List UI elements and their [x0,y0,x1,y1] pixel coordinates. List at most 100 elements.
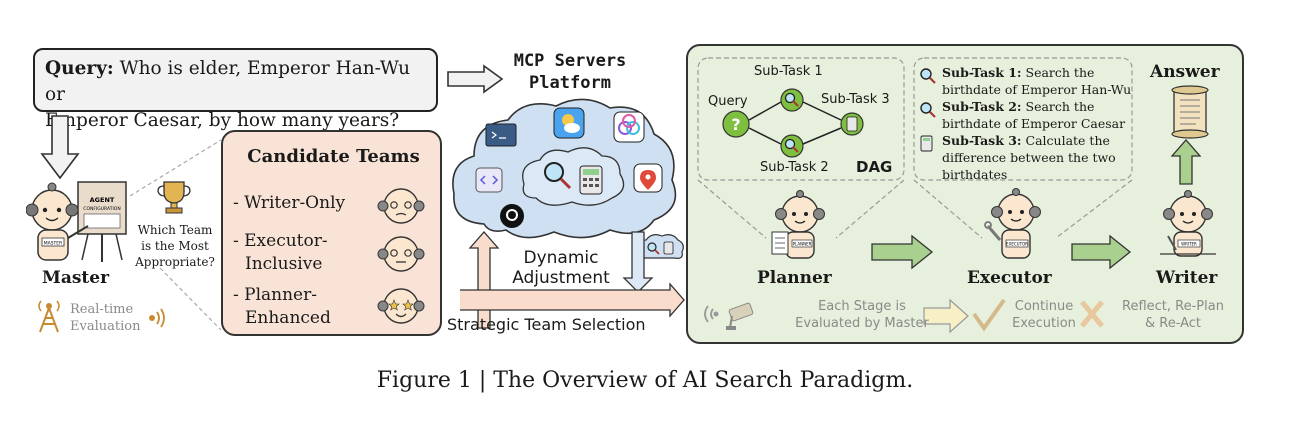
github-icon [500,204,524,228]
dynamic-adjustment-label: Dynamic Adjustment [496,248,626,288]
figure-caption: Figure 1 | The Overview of AI Search Par… [376,368,914,393]
query-box: Query: Who is elder, Emperor Han-Wu or E… [33,48,438,131]
subtask-1: Sub-Task 1: Search the birthdate of Empe… [942,64,1131,98]
subtask1-node-icon [780,88,804,112]
continue-line2: Execution [1012,316,1076,331]
checkmark-icon [972,298,1006,332]
answer-scroll-icon [1171,85,1209,139]
adjust-line1: Dynamic [523,248,599,268]
master-sign-line2: CONFIGURATION [83,206,120,212]
executor-shirt-label: EXECUTOR [1006,242,1028,247]
map-pin-icon [633,163,663,193]
stage-line2: Evaluated by Master [795,316,929,331]
dag-query-label: Query [708,94,748,109]
question-line2: is the Most [141,239,209,253]
workflow-panel [686,44,1244,344]
candidate-item-line2: Inclusive [245,254,323,274]
subtask-2: Sub-Task 2: Search the birthdate of Empe… [942,98,1125,132]
adjust-line2: Adjustment [512,268,610,288]
subtask-3-line3: birthdates [942,167,1008,182]
candidate-writer-only: - Writer-Only [233,192,345,215]
answer-label: Answer [1150,62,1220,82]
svg-text:?: ? [731,115,740,134]
small-cloud-icon [635,234,684,259]
candidate-item-line1: - Writer-Only [233,193,346,213]
writer-face-icon [377,188,425,224]
subtask-1-line1: Search the [1021,65,1095,80]
candidate-executor-inclusive: - Executor- Inclusive [233,230,328,276]
mcp-title-line1: MCP Servers [513,51,627,71]
realtime-line2: Evaluation [70,319,141,334]
candidate-item-line1: - Planner- [233,285,317,305]
writer-label: Writer [1156,268,1218,288]
candidate-item-line2: Enhanced [245,308,331,328]
master-sign-line1: AGENT [90,196,115,204]
planner-robot-icon: PLANNER [771,190,825,259]
subtask2-search-icon [920,102,936,118]
subtask-3-line1: Calculate the [1021,133,1110,148]
subtask3-calculator-icon [920,135,933,152]
query-text-line1: Who is elder, Emperor Han-Wu or [45,58,411,105]
stage-line1: Each Stage is [818,299,906,314]
subtask-2-line1: Search the [1021,99,1095,114]
dag-sub3-label: Sub-Task 3 [821,92,890,107]
code-tag-icon [475,167,503,193]
candidate-planner-enhanced: - Planner- Enhanced [233,284,331,330]
dag-label: DAG [856,158,893,176]
continue-line1: Continue [1014,299,1074,314]
executor-face-icon [377,236,425,272]
subtask-1-label: Sub-Task 1: [942,65,1022,80]
planner-label: Planner [757,268,832,288]
mcp-title-line2: Platform [529,73,611,93]
workflow-graphics: ? PLANNER EXECUTOR [697,57,1216,334]
stage-evaluated-text: Each Stage is Evaluated by Master [792,298,932,332]
planner-shirt-label: PLANNER [793,242,812,247]
signal-waves-icon [149,308,165,328]
master-label: Master [42,268,110,288]
writer-to-answer-arrow [1170,139,1202,185]
evaluation-waves-icon [704,305,719,323]
dag-sub1-label: Sub-Task 1 [754,64,823,79]
search-icon [544,162,572,190]
realtime-line1: Real-time [70,302,134,317]
executor-label: Executor [967,268,1052,288]
reflect-line1: Reflect, Re-Plan [1122,299,1224,314]
reflect-line2: & Re-Act [1144,316,1202,331]
question-line1: Which Team [137,223,213,237]
mcp-title: MCP Servers Platform [490,50,650,94]
executor-to-writer-arrow [1071,234,1132,270]
cross-icon [1080,300,1104,328]
query-text-line2: Emperor Caesar, by how many years? [45,110,400,131]
app-rings-icon [613,111,645,143]
trophy-icon [157,181,191,214]
candidate-item-line1: - Executor- [233,231,328,251]
weather-icon [553,107,585,139]
subtask-2-label: Sub-Task 2: [942,99,1022,114]
camera-icon [726,302,754,330]
subtask-3-label: Sub-Task 3: [942,133,1022,148]
executor-robot-icon: EXECUTOR [984,188,1041,259]
strategic-team-selection: Strategic Team Selection [447,315,646,334]
subtask2-node-icon [780,134,804,158]
dag-sub2-label: Sub-Task 2 [760,160,829,175]
candidate-teams-panel: Candidate Teams - Writer-Only - Executor… [221,130,442,336]
antenna-icon [38,300,60,333]
subtask1-search-icon [920,68,936,84]
continue-arrow-icon [923,298,969,334]
dynamic-adjustment-arrows [460,231,685,329]
planner-face-icon [377,288,425,324]
subtask-3-line2: difference between the two [942,150,1116,165]
master-robot-icon: AGENT CONFIGURATION MASTER [26,181,127,262]
calculator-icon [579,165,603,195]
which-team-question: Which Team is the Most Appropriate? [132,222,218,270]
query-to-mcp-arrow [447,64,504,94]
candidate-teams-title: Candidate Teams [247,146,420,167]
query-to-master-arrow [40,115,80,180]
candidate-faces [377,188,425,324]
subtask3-node-icon [840,112,864,136]
query-node-icon: ? [722,110,750,138]
query-label: Query: [45,58,114,79]
subtask-1-line2: birthdate of Emperor Han-Wu [942,82,1132,97]
question-line3: Appropriate? [135,255,215,269]
